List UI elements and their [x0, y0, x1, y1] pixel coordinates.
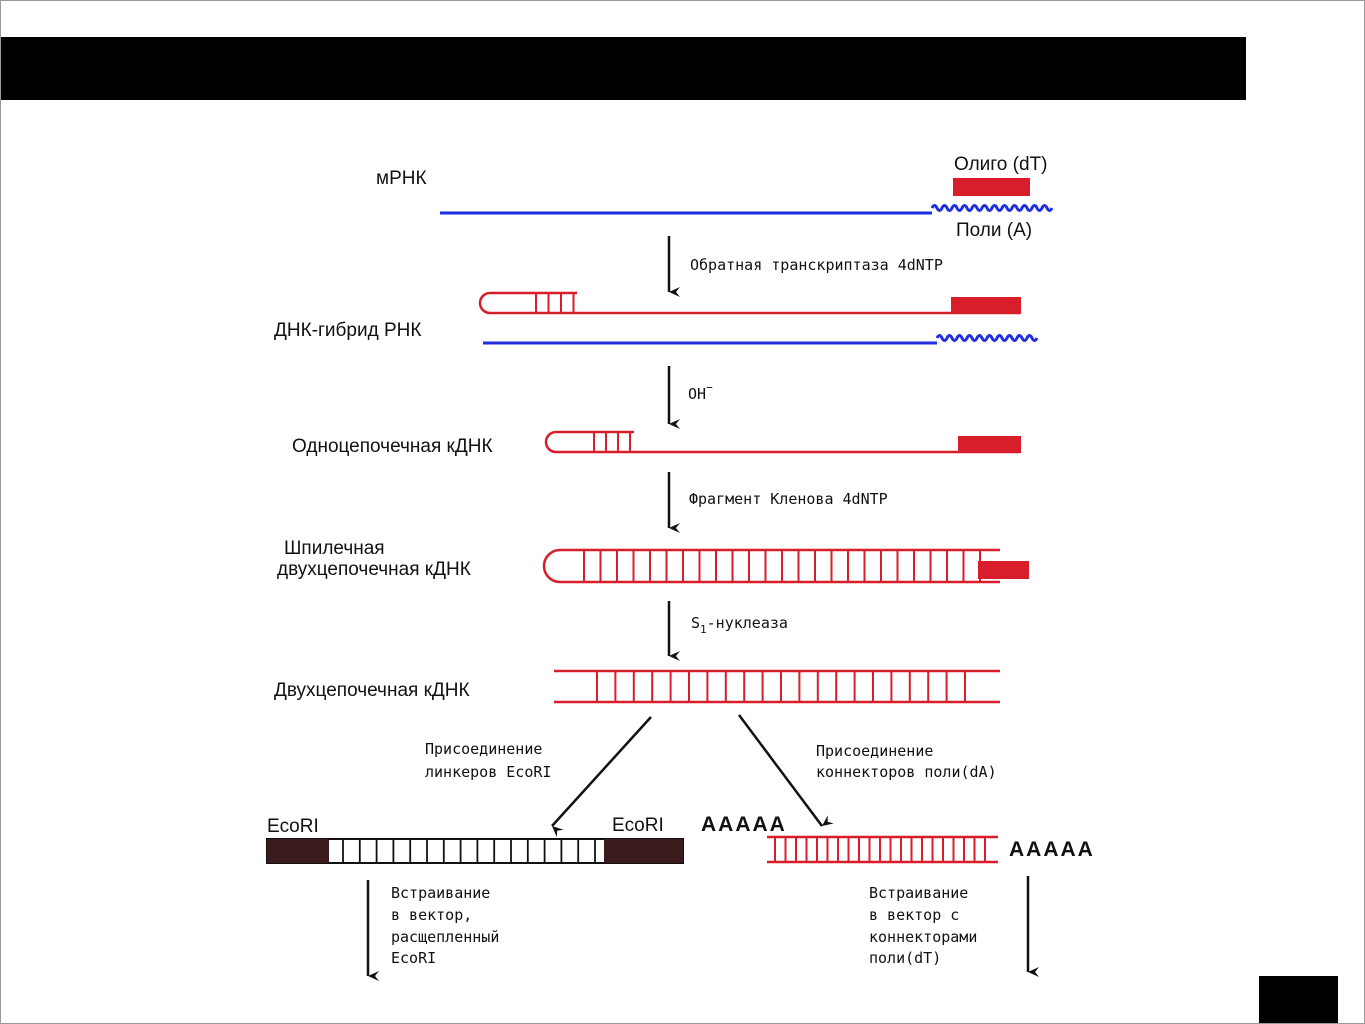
- ecori-linker-left: [267, 839, 329, 863]
- ds-cdna-label: Двухцепочечная кДНК: [274, 680, 470, 701]
- connector-base-pairs: [774, 837, 986, 862]
- ss-cdna-strand: [544, 430, 1020, 454]
- hairpin-label-line2: двухцепочечная кДНК: [277, 559, 471, 580]
- branch-arrow-right: [737, 714, 834, 827]
- oligo-dt-primer: [953, 178, 1030, 196]
- connectors-label-line1: Присоединение: [816, 742, 933, 760]
- hybrid-label: ДНК-гибрид РНК: [274, 320, 421, 341]
- insert-left-line2: в вектор,: [391, 906, 472, 924]
- corner-block: [1259, 976, 1338, 1024]
- insert-left-line3: расщепленный: [391, 928, 499, 946]
- aaaaa-left-label: AAAAA: [701, 813, 787, 836]
- oh-superscript: −: [706, 381, 713, 394]
- oh-label: OH−: [688, 381, 713, 403]
- title-bar: [0, 37, 1246, 100]
- insert-right-line3: коннекторами: [869, 928, 977, 946]
- connectors-label-line2: коннекторов поли(dA): [816, 763, 997, 781]
- insert-right-line1: Встраивание: [869, 884, 968, 902]
- ecori-left-label: EcoRI: [267, 816, 319, 837]
- primer-block-hybrid: [951, 297, 1021, 314]
- hairpin-ds-base-pairs: [583, 550, 981, 582]
- ecori-linker-right: [604, 839, 683, 863]
- s1-nuclease-label: S1-нуклеаза: [691, 614, 788, 636]
- oligo-dt-label: Олиго (dT): [954, 154, 1047, 175]
- linkers-label-line2: линкеров EcoRI: [425, 763, 551, 781]
- insert-left-line4: EcoRI: [391, 949, 436, 967]
- mrna-label: мРНК: [376, 168, 427, 189]
- reverse-transcriptase-label: Обратная транскриптаза 4dNTP: [690, 256, 943, 274]
- poly-a-label: Поли (А): [956, 220, 1032, 241]
- cdna-strand-hybrid: [478, 291, 1020, 315]
- linkers-label-line1: Присоединение: [425, 740, 542, 758]
- primer-block-ss: [958, 436, 1021, 453]
- s1-rest: -нуклеаза: [707, 614, 788, 632]
- hairpin-label-line1: Шпилечная: [284, 538, 385, 559]
- ecori-right-label: EcoRI: [612, 815, 664, 836]
- hairpin-ds-cdna: [542, 548, 1000, 584]
- linker-base-pairs: [342, 839, 596, 863]
- poly-a-tail-hybrid: [935, 334, 1039, 342]
- insert-right-line2: в вектор с: [869, 906, 959, 924]
- hairpin-base-pairs: [535, 293, 575, 313]
- ds-base-pairs: [596, 671, 966, 702]
- poly-a-tail: [930, 204, 1054, 212]
- aaaaa-right-label: AAAAA: [1009, 838, 1095, 861]
- oh-text: OH: [688, 385, 706, 403]
- insert-right-line4: поли(dT): [869, 949, 941, 967]
- s1-subscript: 1: [700, 623, 707, 636]
- insert-left-line1: Встраивание: [391, 884, 490, 902]
- klenow-label: Фрагмент Кленова 4dNTP: [689, 490, 888, 508]
- ss-cdna-label: Одноцепочечная кДНК: [292, 436, 493, 457]
- s1-text: S: [691, 614, 700, 632]
- ss-hairpin-base-pairs: [593, 432, 631, 452]
- branch-arrow-left: [551, 716, 652, 838]
- primer-block-hairpin: [978, 561, 1029, 579]
